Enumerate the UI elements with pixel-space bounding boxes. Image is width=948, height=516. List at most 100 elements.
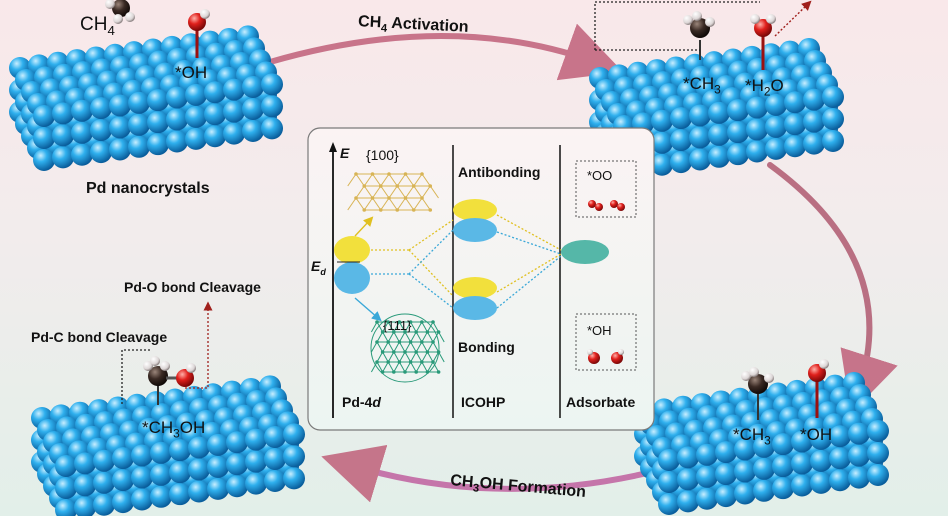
pd-atom	[689, 104, 711, 127]
pd-atom	[55, 499, 77, 516]
oh-label-top-left: *OH	[175, 63, 208, 82]
pd-atom	[261, 73, 283, 96]
pd-atom	[226, 475, 248, 498]
pd-atom	[264, 447, 286, 470]
pd-atom	[822, 129, 844, 152]
pd-atom	[829, 447, 851, 470]
pd-atom	[658, 493, 680, 515]
pd-atom	[128, 113, 150, 136]
pd-atom	[803, 88, 825, 111]
pd-atom	[734, 460, 756, 483]
pd-atom	[658, 449, 680, 471]
top-right-leaders	[594, 0, 812, 51]
pd-atom	[803, 110, 825, 133]
pd-atom	[791, 474, 813, 497]
pd-atom	[753, 457, 775, 480]
ch3-molecule-top-right	[683, 11, 715, 60]
cleavage-leaders	[121, 301, 213, 404]
pd-atom	[829, 425, 851, 448]
pd-atom	[52, 146, 74, 169]
pd-atom	[822, 107, 844, 130]
pd-atom	[245, 472, 267, 495]
pd-atom	[727, 99, 749, 122]
pd-atom	[264, 469, 286, 492]
pd-atom	[52, 102, 74, 125]
pd-atom	[33, 105, 55, 127]
pd-atom	[708, 101, 730, 124]
pd-atom	[169, 461, 191, 484]
pd-atom	[188, 436, 210, 459]
pd-atom	[150, 485, 172, 508]
pd-atom	[829, 469, 851, 492]
pd-atom	[261, 117, 283, 140]
pd-atom	[223, 122, 245, 145]
pd-atom	[867, 463, 889, 486]
pd-atom	[677, 468, 699, 491]
pd-atom	[185, 83, 207, 106]
antibonding-blue-lobe	[453, 218, 497, 242]
ed-label: Ed	[311, 258, 326, 277]
pd-atom	[33, 127, 55, 149]
pd-atom	[261, 95, 283, 118]
ch3oh-label: *CH3OH	[142, 418, 206, 441]
oo-label: *OO	[587, 168, 613, 183]
bonding-yellow-lobe	[453, 277, 497, 299]
pd-atom	[283, 467, 305, 490]
pd-atom	[734, 438, 756, 461]
pd-atom	[71, 143, 93, 166]
pd-atom	[74, 496, 96, 516]
pd4d-yellow-lobe	[334, 236, 370, 264]
pd-atom	[71, 121, 93, 144]
pd-atom	[90, 119, 112, 142]
cycle-arrows	[267, 23, 898, 503]
energy-axis-label: E	[340, 145, 350, 161]
facet-100-lattice	[347, 172, 439, 212]
pd-atom	[185, 127, 207, 150]
ch4-molecule	[105, 0, 135, 24]
pd-atom	[55, 477, 77, 499]
pd-atom	[147, 111, 169, 134]
pd-atom	[242, 97, 264, 120]
pd-atom	[677, 446, 699, 469]
pd-atom	[772, 433, 794, 456]
pd-atom	[753, 479, 775, 502]
pd-atom	[867, 419, 889, 442]
pd-atom	[245, 428, 267, 451]
oh-molecule-bottom-right	[808, 359, 829, 418]
pd-atom	[207, 455, 229, 478]
pd-atom	[33, 149, 55, 171]
pd-atom	[131, 466, 153, 489]
oh-label-bottom-right: *OH	[800, 425, 833, 444]
oh-small-molecules	[587, 349, 624, 364]
pd-atom	[128, 91, 150, 114]
pd-atom	[734, 482, 756, 505]
pd-atom	[74, 452, 96, 475]
pd-atom	[207, 433, 229, 456]
oh-box-label: *OH	[587, 323, 612, 338]
facet-111-lattice	[370, 313, 445, 383]
pd-atom	[150, 441, 172, 464]
pd-atom	[677, 490, 699, 513]
pd-atom	[810, 449, 832, 472]
pd-atom	[204, 103, 226, 126]
oh-molecule-top-left	[188, 9, 210, 58]
pd-atom	[245, 450, 267, 473]
pd-atom	[765, 115, 787, 138]
pd-atom	[810, 427, 832, 450]
bonding-label: Bonding	[458, 339, 515, 355]
pd-atom	[784, 135, 806, 158]
pdo-cleavage-label: Pd-O bond Cleavage	[124, 279, 261, 295]
pd-atom	[131, 444, 153, 467]
pd-atom	[715, 463, 737, 486]
pd-atom	[55, 455, 77, 477]
pd-atom	[188, 458, 210, 481]
pd-atom	[223, 78, 245, 101]
pd-atom	[848, 422, 870, 445]
pd-atom	[264, 425, 286, 448]
pdc-cleavage-label: Pd-C bond Cleavage	[31, 329, 168, 345]
pd-atom	[822, 85, 844, 108]
pd-atom	[791, 430, 813, 453]
pd-atom	[715, 485, 737, 508]
pd-atom	[715, 441, 737, 464]
